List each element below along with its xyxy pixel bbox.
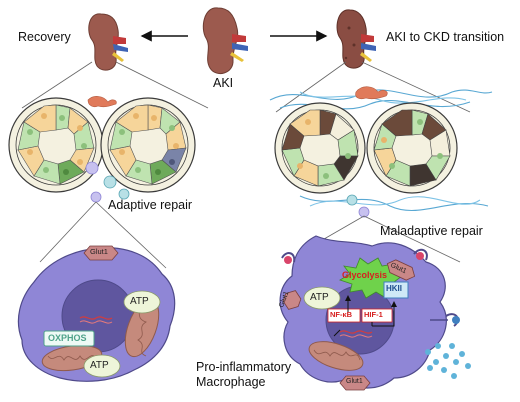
receptor-icons	[281, 248, 460, 327]
fibrosis-fibers-bottom	[299, 195, 489, 211]
label-adaptive-repair: Adaptive repair	[108, 198, 193, 212]
kidney-right-icon	[336, 9, 376, 69]
tubule-left-1	[8, 97, 104, 193]
fibroblast-right-icon	[355, 86, 388, 100]
tubule-right-2	[366, 102, 458, 194]
right-nfkb-label: NF-κB	[330, 310, 353, 319]
label-aki-ckd: AKI to CKD transition	[386, 30, 505, 44]
right-atp-label: ATP	[310, 292, 329, 303]
left-atp-lower-label: ATP	[90, 360, 109, 371]
tubule-left-2	[100, 97, 196, 193]
label-aki: AKI	[213, 76, 234, 90]
right-hkii-label: HKII	[386, 284, 402, 293]
right-glycolysis-label: Glycolysis	[342, 270, 388, 280]
label-recovery: Recovery	[18, 30, 71, 44]
right-glut1-bottom-label: Glut1	[346, 378, 363, 385]
cytokine-dots	[425, 343, 471, 379]
fibroblast-left-icon	[87, 96, 117, 108]
left-atp-upper-label: ATP	[130, 296, 149, 307]
right-hif1-label: HIF-1	[364, 310, 383, 319]
label-maladaptive-repair: Maladaptive repair	[380, 224, 483, 238]
immune-cells-left	[85, 161, 130, 203]
label-macrophage-line2: Macrophage	[196, 375, 266, 389]
immune-cells-right	[346, 194, 370, 218]
kidney-center-icon	[202, 7, 248, 75]
label-macrophage-line1: Pro-inflammatory	[196, 360, 292, 374]
kidney-left-icon	[88, 13, 128, 71]
projection-lines-top	[21, 61, 471, 113]
left-oxphos-label: OXPHOS	[48, 333, 87, 343]
left-glut1-label: Glut1	[90, 247, 108, 256]
macrophage-right	[279, 235, 447, 391]
tubule-right-1	[274, 102, 366, 194]
macrophage-left	[17, 245, 176, 382]
